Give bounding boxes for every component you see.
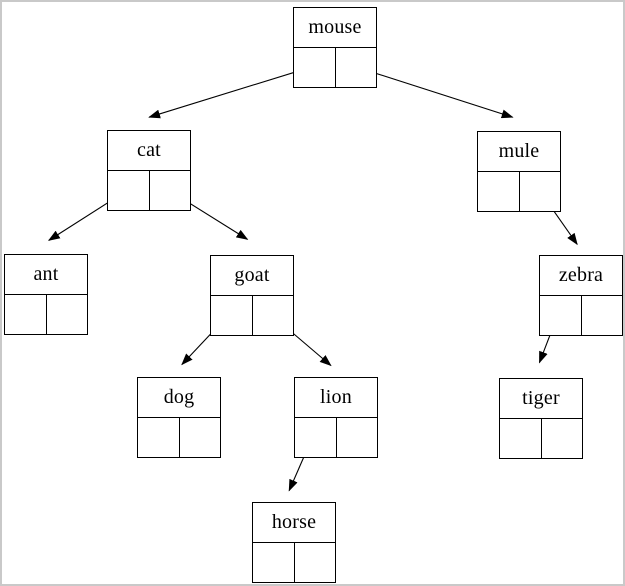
right-pointer-cell [520, 172, 561, 211]
right-pointer-cell [253, 296, 294, 335]
pointer-cells [5, 295, 87, 334]
node-label-mouse: mouse [294, 8, 376, 48]
right-pointer-cell [180, 418, 221, 457]
left-pointer-cell [478, 172, 520, 211]
node-label-dog: dog [138, 378, 220, 418]
left-pointer-cell [500, 419, 542, 458]
right-pointer-cell [47, 295, 88, 334]
node-label-mule: mule [478, 132, 560, 172]
node-label-lion: lion [295, 378, 377, 418]
node-label-tiger: tiger [500, 379, 582, 419]
right-pointer-cell [542, 419, 583, 458]
pointer-cells [294, 48, 376, 87]
pointer-cells [211, 296, 293, 335]
right-pointer-cell [582, 296, 623, 335]
pointer-cells [138, 418, 220, 457]
left-pointer-cell [253, 543, 295, 582]
right-pointer-cell [295, 543, 336, 582]
node-label-cat: cat [108, 131, 190, 171]
right-pointer-cell [336, 48, 377, 87]
left-pointer-cell [295, 418, 337, 457]
left-pointer-cell [211, 296, 253, 335]
left-pointer-cell [540, 296, 582, 335]
right-pointer-cell [337, 418, 378, 457]
tree-node-horse: horse [252, 502, 336, 583]
tree-node-goat: goat [210, 255, 294, 336]
edge-mouse-left-to-cat [148, 66, 314, 119]
left-pointer-cell [5, 295, 47, 334]
pointer-cells [253, 543, 335, 582]
right-pointer-cell [150, 171, 191, 210]
node-label-horse: horse [253, 503, 335, 543]
tree-node-lion: lion [294, 377, 378, 458]
pointer-cells [108, 171, 190, 210]
tree-node-dog: dog [137, 377, 221, 458]
tree-node-zebra: zebra [539, 255, 623, 336]
pointer-cells [540, 296, 622, 335]
pointer-cells [500, 419, 582, 458]
node-label-zebra: zebra [540, 256, 622, 296]
node-label-goat: goat [211, 256, 293, 296]
node-label-ant: ant [5, 255, 87, 295]
left-pointer-cell [294, 48, 336, 87]
tree-node-tiger: tiger [499, 378, 583, 459]
left-pointer-cell [138, 418, 180, 457]
pointer-cells [478, 172, 560, 211]
left-pointer-cell [108, 171, 150, 210]
tree-node-cat: cat [107, 130, 191, 211]
tree-node-mule: mule [477, 131, 561, 212]
tree-node-mouse: mouse [293, 7, 377, 88]
pointer-cells [295, 418, 377, 457]
tree-node-ant: ant [4, 254, 88, 335]
